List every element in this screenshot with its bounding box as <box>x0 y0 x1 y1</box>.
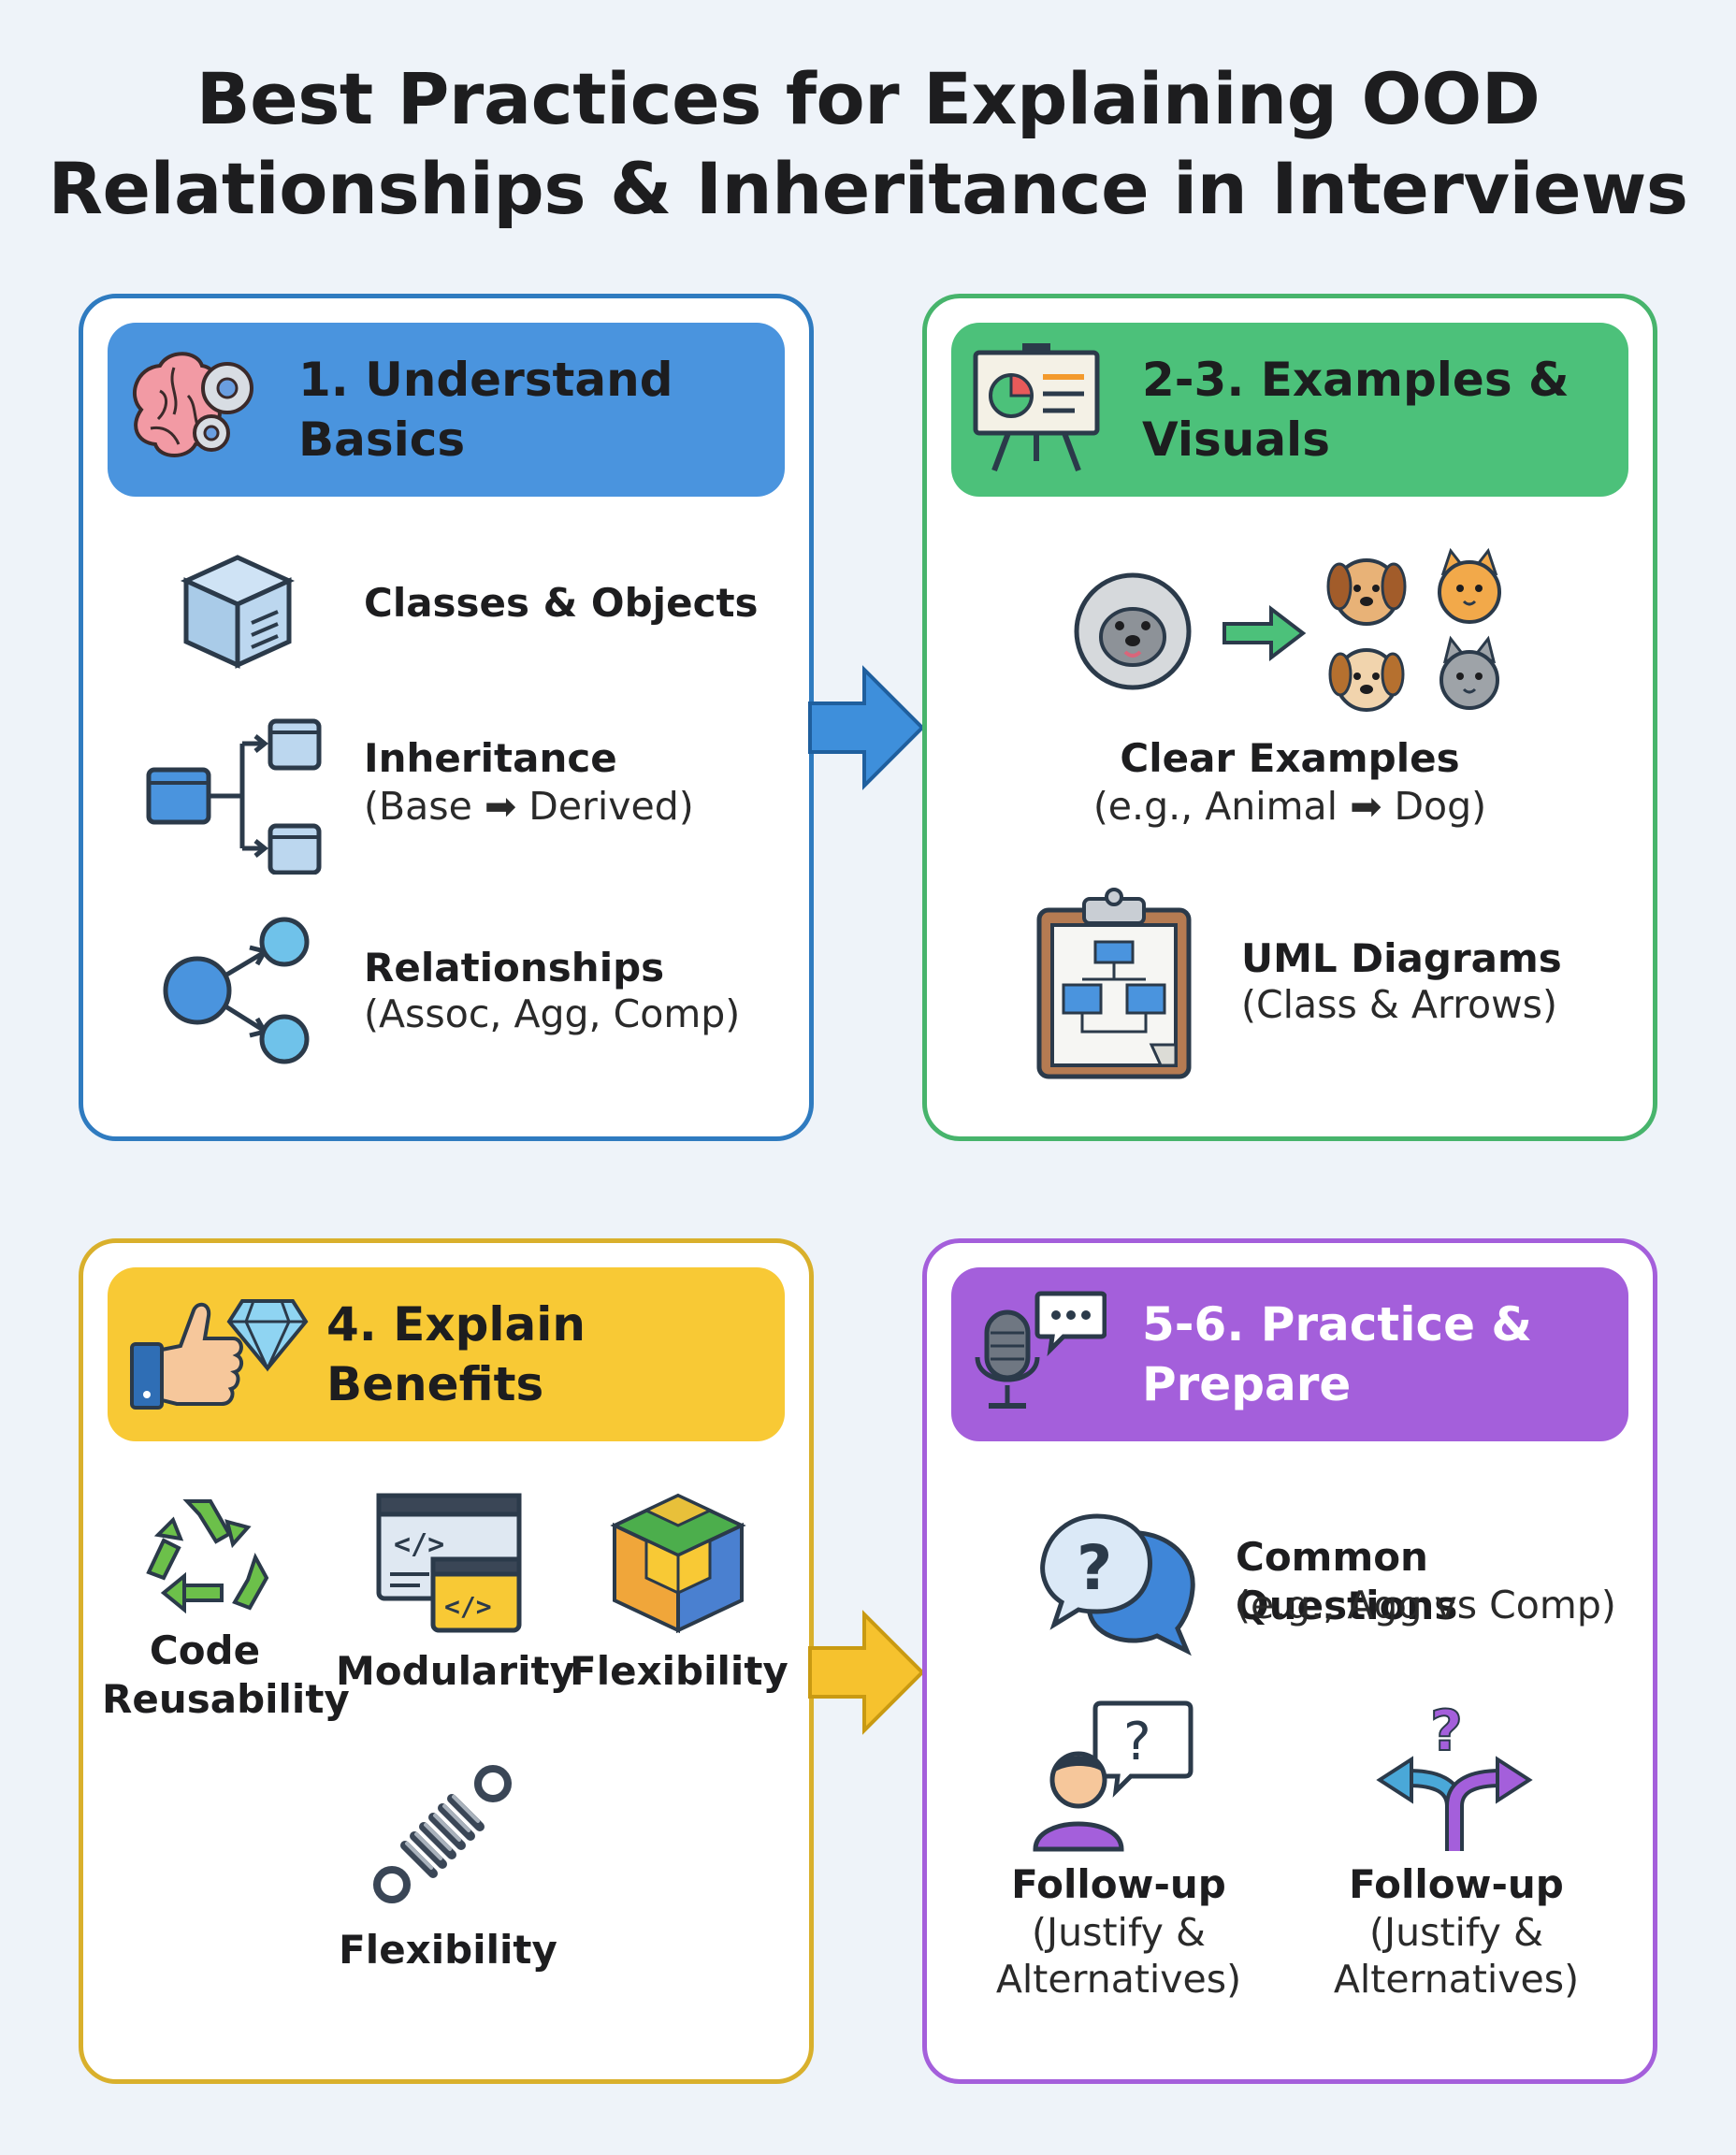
svg-text:?: ? <box>1123 1712 1151 1772</box>
followup-1-title: Follow-up <box>1011 1861 1226 1907</box>
panel-header-basics: 1. Understand Basics <box>108 323 785 497</box>
benefit-modularity: Modularity <box>336 1648 575 1694</box>
brain-gears-icon <box>123 340 282 480</box>
clipboard-uml-icon <box>1030 886 1198 1082</box>
followup-1: Follow-up (Justify & Alternatives) <box>992 1860 1245 2003</box>
followup-2-detail-line2: Alternatives) <box>1333 1957 1580 2002</box>
box-icon <box>167 543 308 674</box>
uml-diagrams-title: UML Diagrams <box>1241 935 1562 981</box>
clear-examples-title: Clear Examples <box>1120 735 1460 781</box>
arrow-basics-to-visuals <box>806 664 928 791</box>
panel-practice-prepare: 5-6. Practice & Prepare ? Common Questio… <box>922 1238 1657 2084</box>
svg-text:?: ? <box>1430 1699 1463 1764</box>
panel-understand-basics: 1. Understand Basics Classes & Objects I… <box>79 294 814 1141</box>
panel-examples-visuals: 2-3. Examples & Visuals <box>922 294 1657 1141</box>
benefit-code-line2: Reusability <box>102 1676 350 1722</box>
code-windows-icon: </> </> <box>373 1488 523 1638</box>
spring-icon <box>364 1756 523 1915</box>
panel-header-practice: 5-6. Practice & Prepare <box>951 1267 1628 1441</box>
nodes-icon <box>158 916 317 1075</box>
title-line-1: Best Practices for Explaining OOD <box>195 57 1541 140</box>
followup-1-detail-line2: Alternatives) <box>995 1957 1242 2002</box>
followup-1-detail-line1: (Justify & <box>1032 1910 1206 1955</box>
title-line-2: Relationships & Inheritance in Interview… <box>48 147 1688 230</box>
panel-heading-benefits: 4. Explain Benefits <box>326 1297 586 1411</box>
panel-header-visuals: 2-3. Examples & Visuals <box>951 323 1628 497</box>
arrow-benefits-to-practice <box>806 1609 928 1736</box>
followup-2-title: Follow-up <box>1349 1861 1564 1907</box>
item-relationships-title: Relationships <box>364 945 665 991</box>
followup-2: Follow-up (Justify & Alternatives) <box>1325 1860 1587 2003</box>
person-question-icon: ? <box>1030 1698 1198 1857</box>
benefit-flexibility-2: Flexibility <box>339 1927 557 1973</box>
presentation-board-icon <box>966 340 1125 480</box>
panel-heading-practice: 5-6. Practice & Prepare <box>1142 1294 1532 1414</box>
heading-practice-line1: 5-6. Practice & <box>1142 1297 1533 1352</box>
common-questions-detail: (e.g., Agg vs Comp) <box>1236 1583 1616 1627</box>
item-relationships-detail: (Assoc, Agg, Comp) <box>364 991 741 1036</box>
uml-diagrams-detail: (Class & Arrows) <box>1241 982 1558 1027</box>
hierarchy-icon <box>139 716 326 875</box>
svg-text:?: ? <box>1077 1532 1112 1604</box>
panel-heading-visuals: 2-3. Examples & Visuals <box>1142 350 1570 470</box>
page-title: Best Practices for Explaining OOD Relati… <box>0 54 1736 234</box>
heading-visuals-line2: Visuals <box>1142 412 1330 467</box>
microphone-chat-icon <box>966 1284 1125 1425</box>
common-questions-title: Common Questions <box>1236 1534 1458 1628</box>
benefit-code-line1: Code <box>149 1627 261 1673</box>
item-inheritance-detail: (Base ➡ Derived) <box>364 784 694 829</box>
animal-dog-example-icon <box>1067 540 1535 727</box>
panel-heading-basics: 1. Understand Basics <box>298 353 673 467</box>
clear-examples-detail: (e.g., Animal ➡ Dog) <box>1092 784 1487 829</box>
puzzle-cube-icon <box>603 1488 753 1638</box>
fork-arrows-icon: ? <box>1370 1692 1539 1860</box>
followup-2-detail-line1: (Justify & <box>1369 1910 1543 1955</box>
item-classes-objects: Classes & Objects <box>364 580 759 626</box>
panel-header-benefits: 4. Explain Benefits <box>108 1267 785 1441</box>
question-bubbles-icon: ? <box>1037 1511 1206 1660</box>
thumbs-up-diamond-icon <box>123 1284 310 1425</box>
panel-explain-benefits: 4. Explain Benefits Code Reusability </>… <box>79 1238 814 2084</box>
benefit-flexibility-1: Flexibility <box>570 1648 788 1694</box>
svg-text:</>: </> <box>444 1591 492 1622</box>
heading-practice-line2: Prepare <box>1142 1357 1352 1411</box>
benefit-code-reusability: Code Reusability <box>102 1627 350 1724</box>
recycle-icon <box>136 1482 276 1613</box>
svg-text:</>: </> <box>394 1528 444 1561</box>
item-inheritance-title: Inheritance <box>364 735 617 781</box>
heading-visuals-line1: 2-3. Examples & <box>1142 353 1570 407</box>
